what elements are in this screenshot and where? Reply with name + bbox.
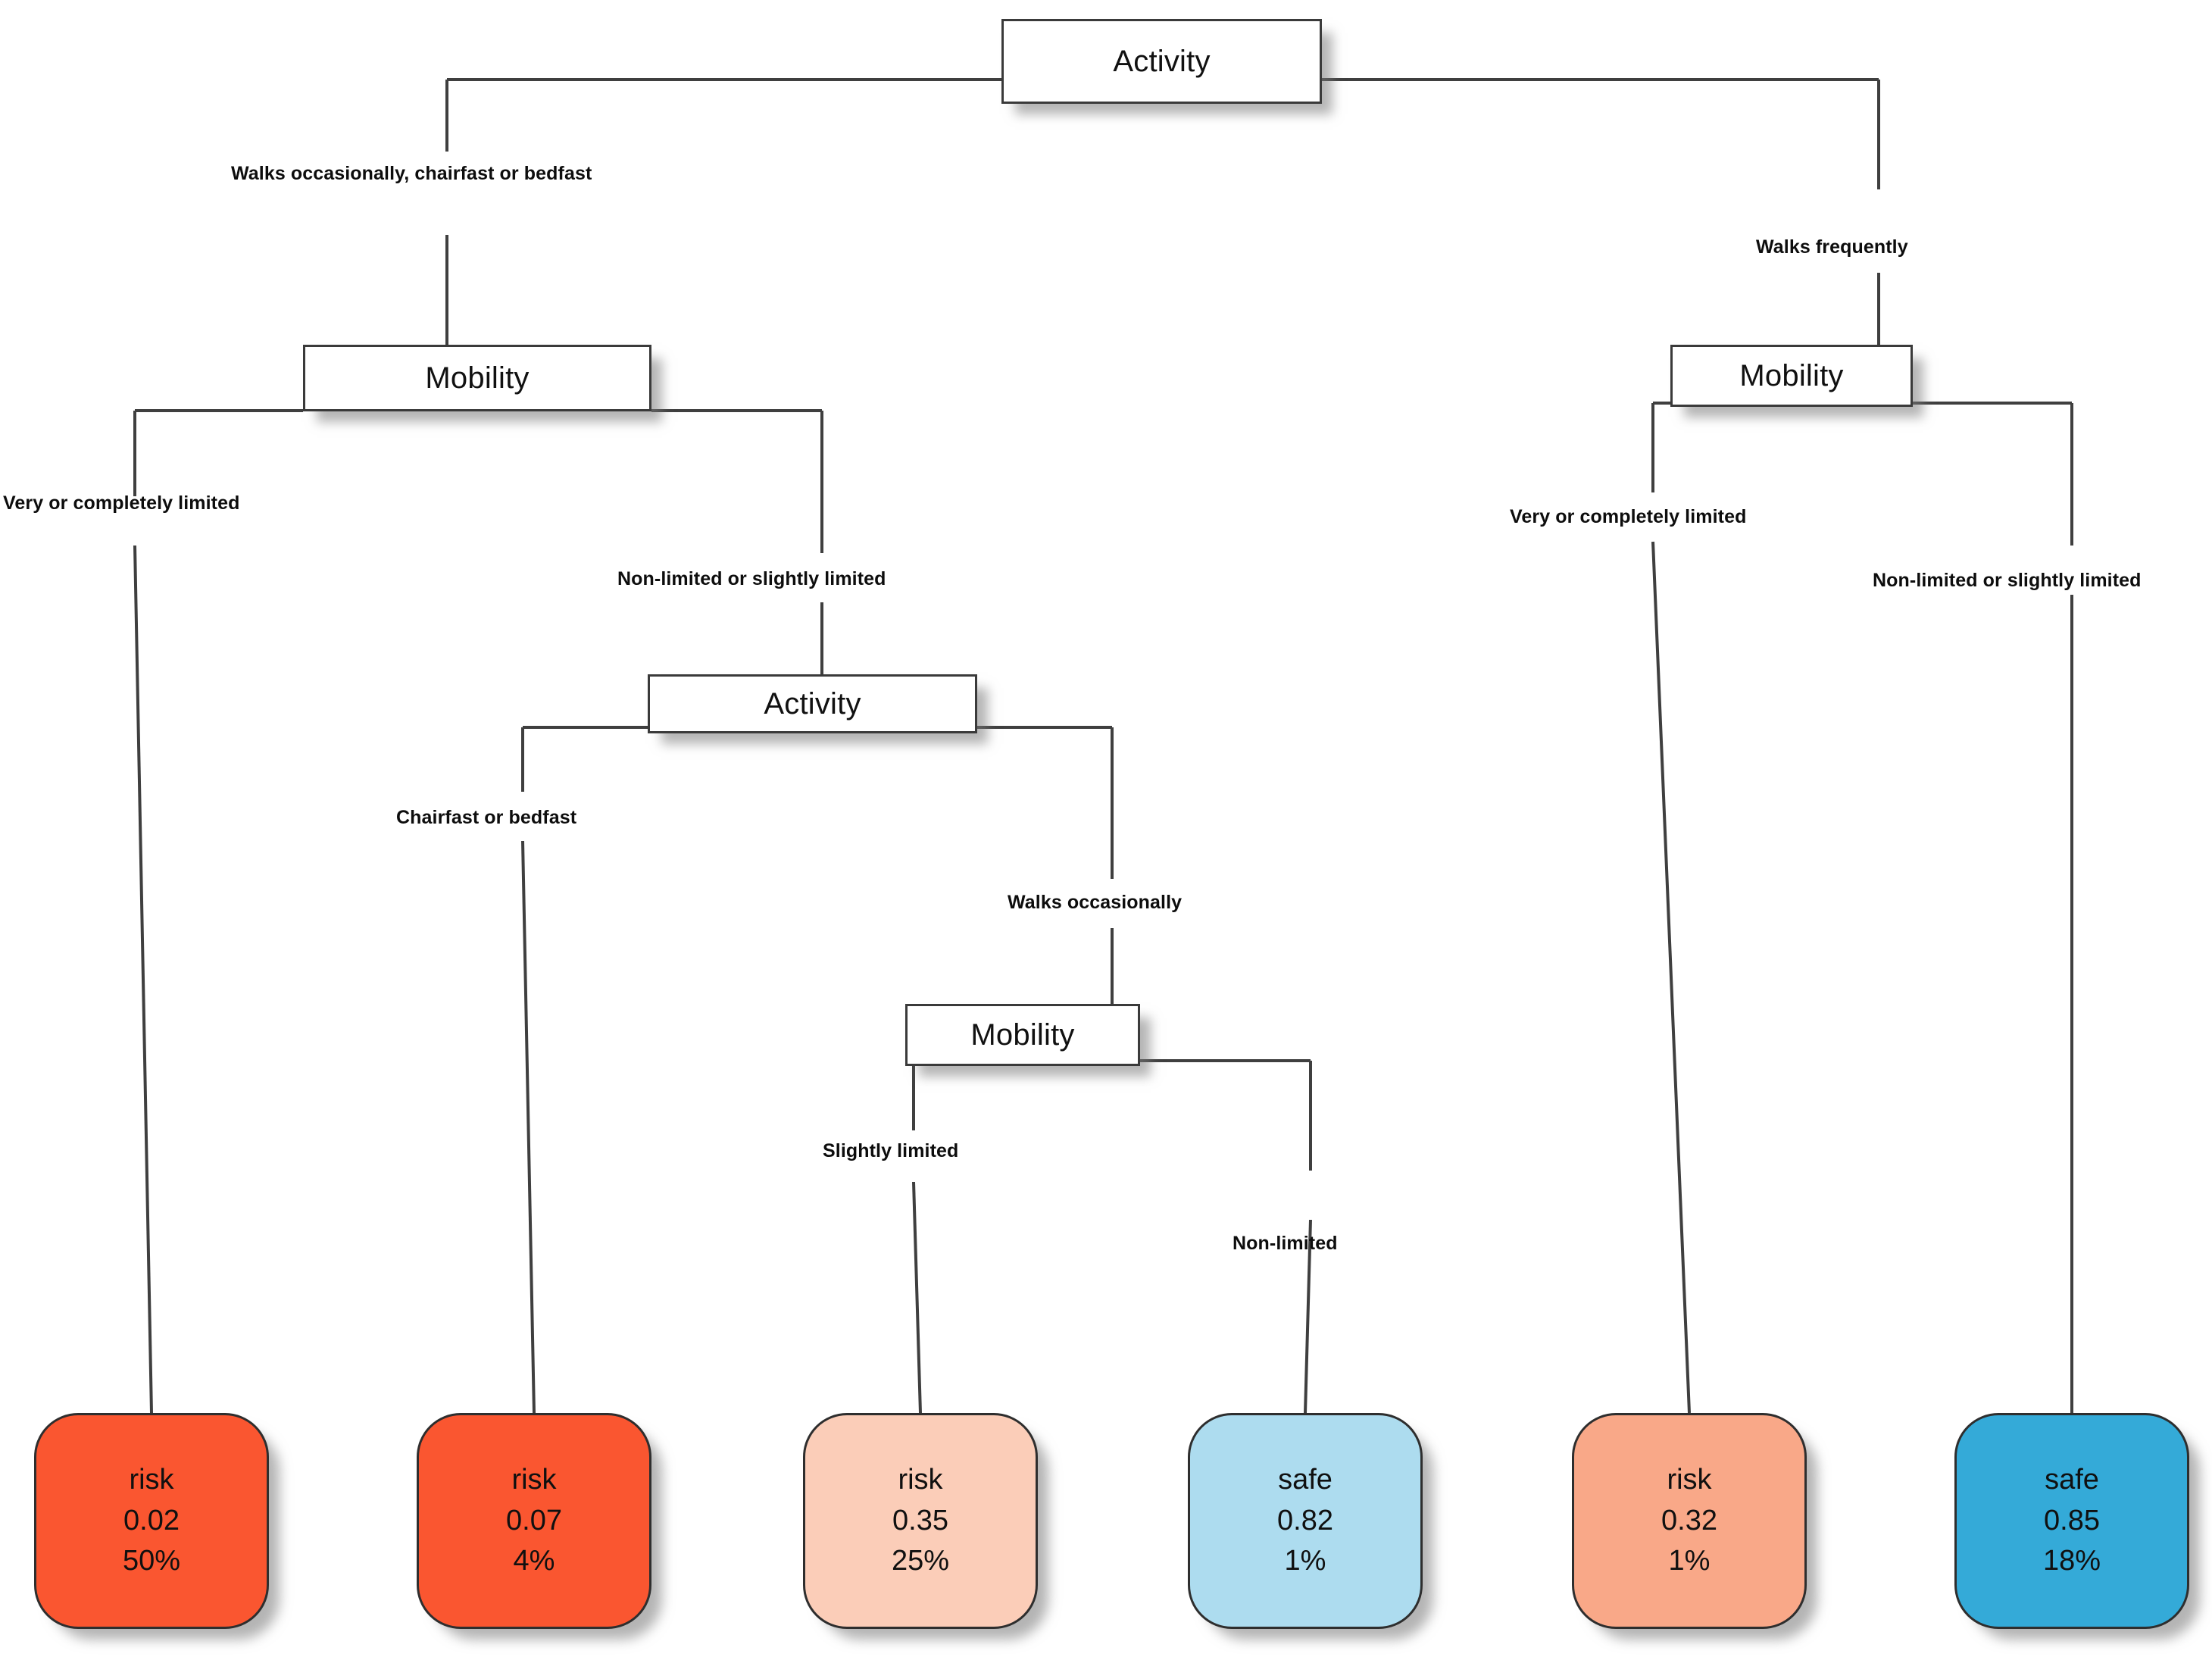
node-label: Activity	[1113, 45, 1211, 78]
leaf-share: 50%	[122, 1545, 181, 1577]
leaf-share: 25%	[891, 1545, 950, 1577]
leaf-probability: 0.82	[1277, 1504, 1333, 1537]
edge-label-low-mobility-left: Slightly limited	[823, 1140, 959, 1161]
leaf-node-6[interactable]: safe 0.85 18%	[1954, 1413, 2189, 1629]
edge-label-root-left: Walks occasionally, chairfast or bedfast	[231, 163, 592, 184]
leaf-class-label: risk	[511, 1463, 557, 1496]
edge-label-mid-activity-left: Chairfast or bedfast	[396, 807, 577, 828]
leaf-share: 4%	[513, 1545, 555, 1577]
node-mid-activity[interactable]: Activity	[648, 674, 977, 733]
leaf-class-label: risk	[898, 1463, 943, 1496]
edge-to-leaf-2	[521, 840, 536, 1414]
node-low-mobility[interactable]: Mobility	[905, 1004, 1140, 1066]
leaf-probability: 0.32	[1661, 1504, 1717, 1537]
edge-label-right-mobility-left: Very or completely limited	[1510, 506, 1747, 527]
edge-label-left-mobility-right: Non-limited or slightly limited	[617, 568, 886, 589]
edge-label-right-mobility-right: Non-limited or slightly limited	[1873, 570, 2142, 591]
edge-label-root-right: Walks frequently	[1756, 236, 1908, 258]
leaf-probability: 0.02	[123, 1504, 180, 1537]
leaf-node-3[interactable]: risk 0.35 25%	[803, 1413, 1038, 1629]
edge-label-low-mobility-right: Non-limited	[1233, 1233, 1338, 1254]
node-left-mobility[interactable]: Mobility	[303, 345, 651, 411]
node-label: Mobility	[970, 1018, 1075, 1052]
edge-label-mid-activity-right: Walks occasionally	[1008, 892, 1183, 913]
leaf-node-4[interactable]: safe 0.82 1%	[1188, 1413, 1423, 1629]
edge-to-leaf-3	[912, 1181, 922, 1414]
leaf-class-label: risk	[1667, 1463, 1712, 1496]
node-label: Activity	[764, 687, 861, 721]
leaf-probability: 0.35	[892, 1504, 948, 1537]
leaf-node-1[interactable]: risk 0.02 50%	[34, 1413, 269, 1629]
leaf-share: 1%	[1284, 1545, 1326, 1577]
node-root-activity[interactable]: Activity	[1001, 19, 1322, 104]
leaf-probability: 0.85	[2044, 1504, 2100, 1537]
leaf-share: 18%	[2042, 1545, 2101, 1577]
node-label: Mobility	[1739, 359, 1844, 392]
node-right-mobility[interactable]: Mobility	[1670, 345, 1913, 407]
leaf-share: 1%	[1668, 1545, 1711, 1577]
edge-to-leaf-5	[1651, 541, 1691, 1414]
leaf-node-5[interactable]: risk 0.32 1%	[1572, 1413, 1807, 1629]
node-label: Mobility	[425, 361, 530, 395]
edge-label-left-mobility-left: Very or completely limited	[3, 492, 240, 514]
leaf-probability: 0.07	[506, 1504, 562, 1537]
edge-to-leaf-1	[133, 545, 153, 1414]
leaf-class-label: safe	[1278, 1463, 1333, 1496]
leaf-class-label: risk	[129, 1463, 174, 1496]
leaf-class-label: safe	[2045, 1463, 2099, 1496]
leaf-node-2[interactable]: risk 0.07 4%	[417, 1413, 651, 1629]
